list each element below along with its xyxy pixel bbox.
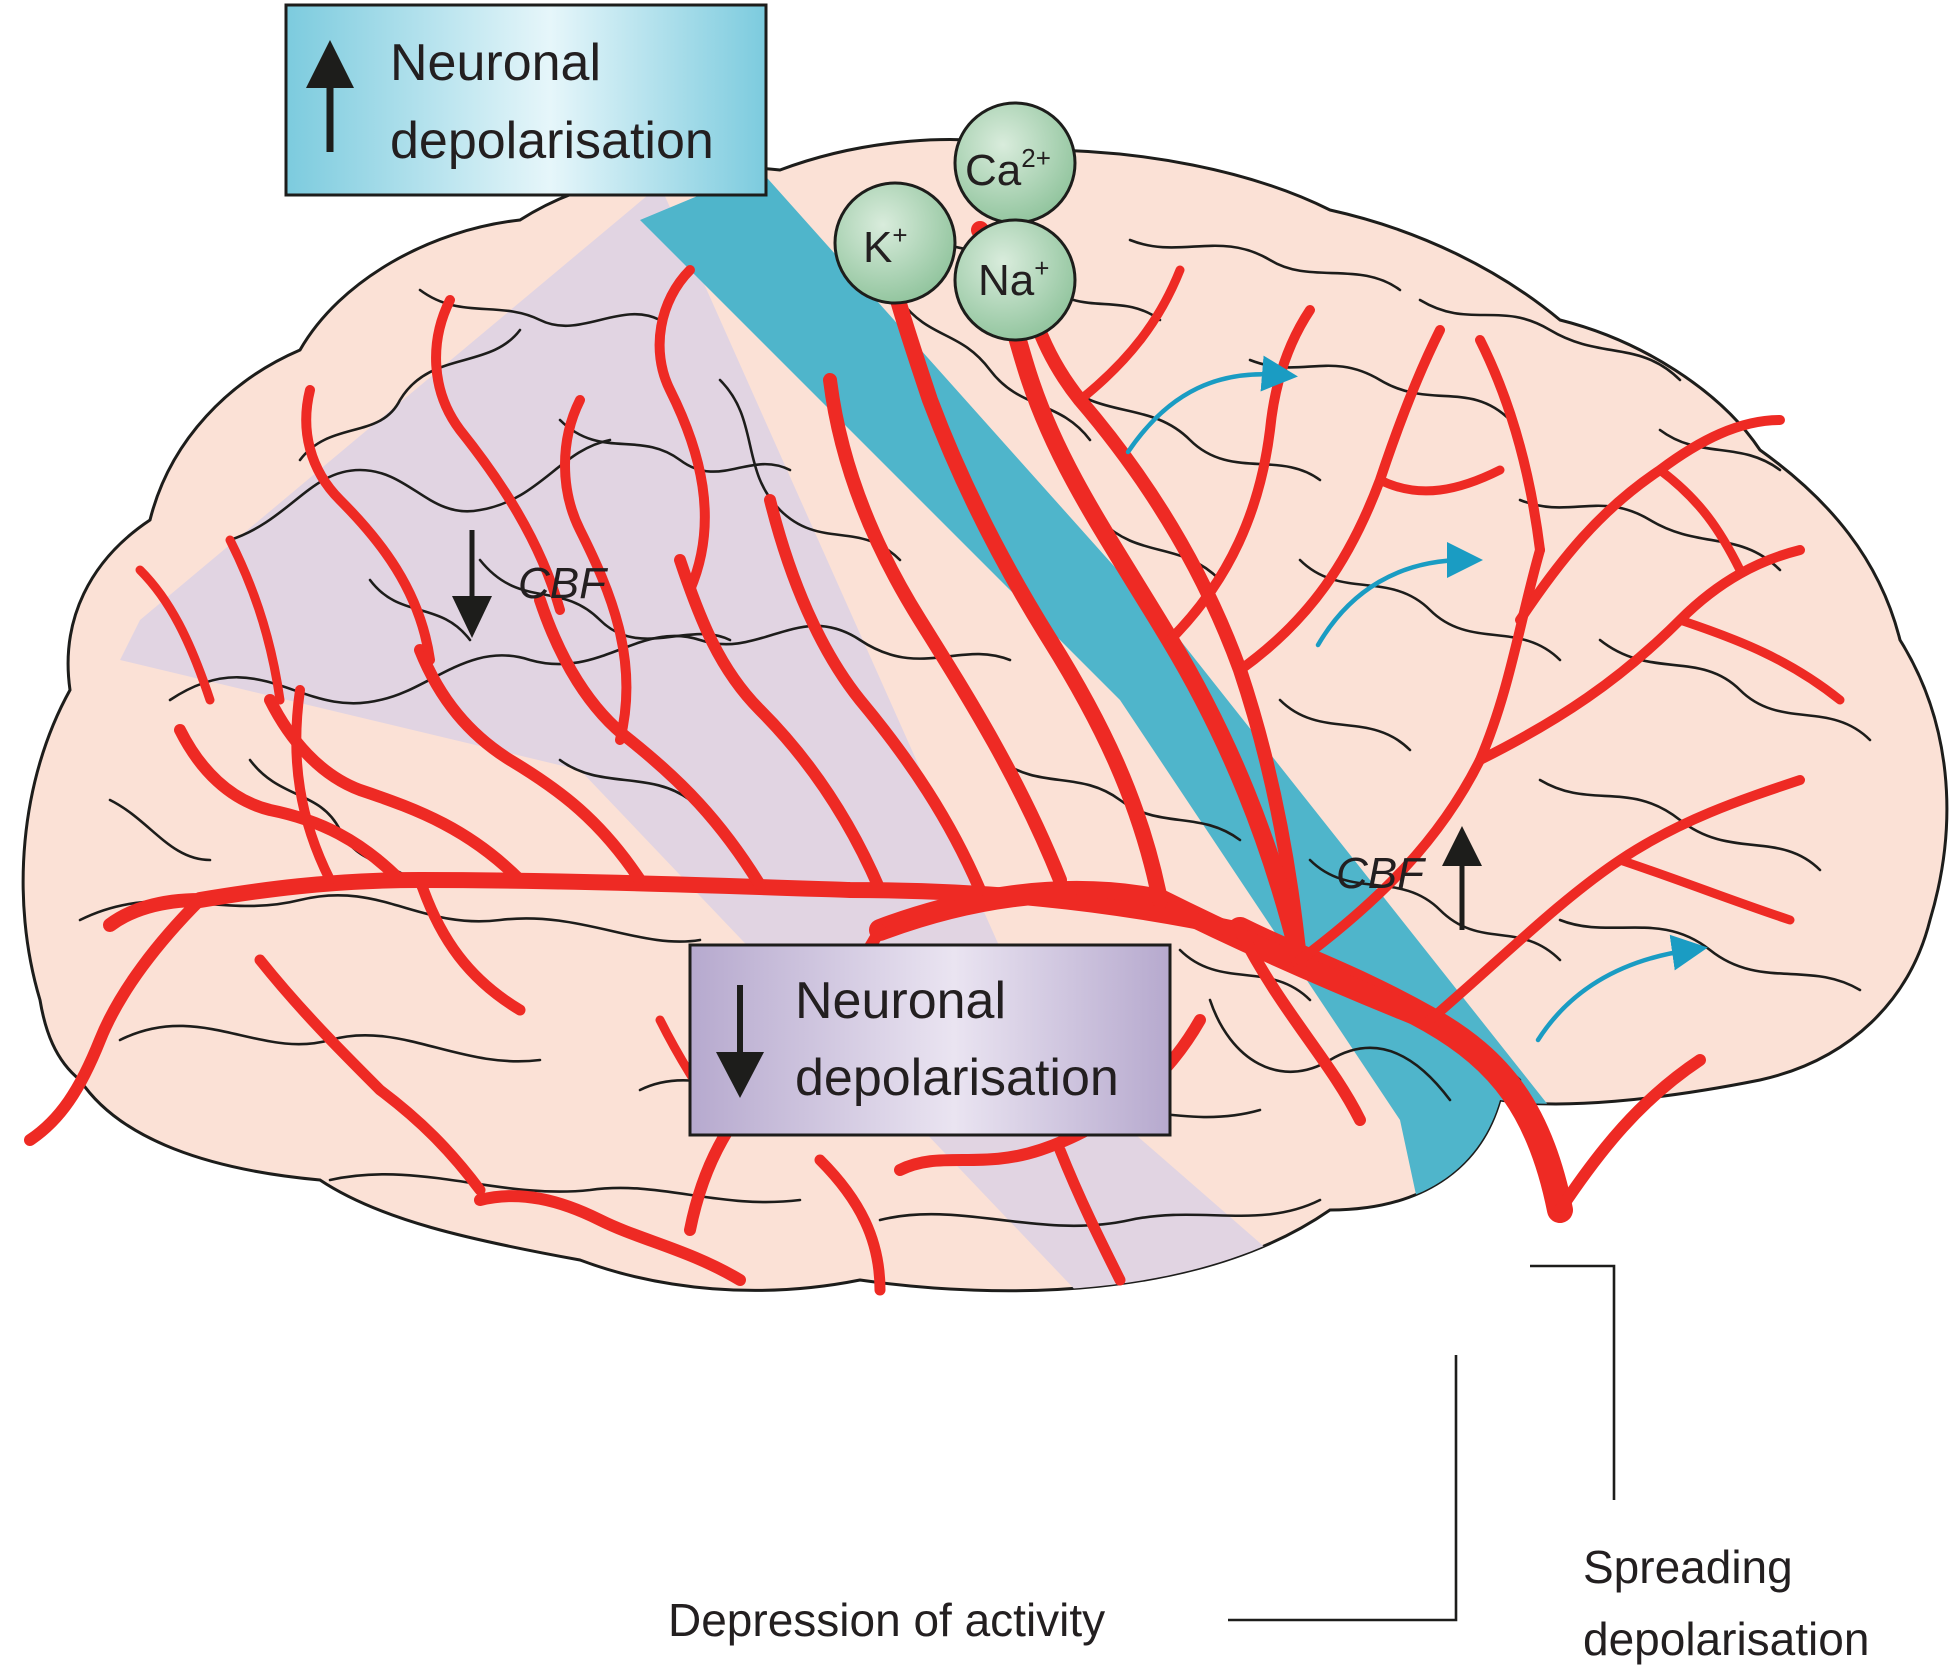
sodium-ion bbox=[953, 218, 1077, 342]
spreading-label-line2: depolarisation bbox=[1583, 1613, 1869, 1665]
cbf-left: CBF bbox=[452, 530, 608, 638]
flow-arrow-lower bbox=[1535, 934, 1708, 1043]
flow-arrow-middle bbox=[1315, 542, 1483, 648]
calcium-symbol: Ca2+ bbox=[965, 143, 1051, 195]
depression-zone bbox=[120, 185, 1440, 1291]
potassium-symbol: K+ bbox=[863, 220, 908, 272]
depression-label: Depression of activity bbox=[668, 1594, 1105, 1646]
bottom-box-line1: Neuronal bbox=[795, 972, 1006, 1030]
cbf-right: CBF bbox=[1336, 826, 1482, 930]
cbf-left-label: CBF bbox=[518, 559, 608, 608]
ion-cluster: Ca2+ K+ Na+ bbox=[833, 101, 1077, 342]
top-box-line1: Neuronal bbox=[390, 34, 601, 92]
down-arrow-icon bbox=[716, 985, 764, 1098]
bottom-box-line2: depolarisation bbox=[795, 1049, 1119, 1107]
decreased-depolarisation-box: Neuronal depolarisation bbox=[688, 943, 1172, 1137]
down-arrow-icon bbox=[452, 530, 492, 638]
sodium-symbol: Na+ bbox=[978, 253, 1049, 305]
flow-arrow-upper bbox=[1125, 355, 1298, 455]
spreading-leader-line bbox=[1530, 1264, 1616, 1500]
depression-leader-line bbox=[1228, 1355, 1458, 1622]
increased-depolarisation-box: Neuronal depolarisation bbox=[284, 3, 768, 197]
spreading-label-line1: Spreading bbox=[1583, 1541, 1793, 1593]
up-arrow-icon bbox=[306, 40, 354, 152]
top-box-line2: depolarisation bbox=[390, 112, 714, 170]
up-arrow-icon bbox=[1442, 826, 1482, 930]
potassium-ion bbox=[833, 181, 957, 305]
cbf-right-label: CBF bbox=[1336, 849, 1426, 898]
